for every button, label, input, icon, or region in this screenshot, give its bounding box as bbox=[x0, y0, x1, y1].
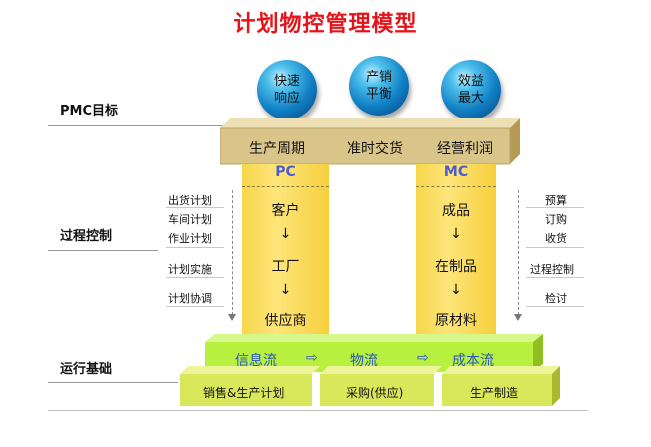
bottom-line bbox=[48, 410, 588, 411]
pc-customer: 客户 bbox=[271, 203, 300, 219]
sphere-balance: 产销平衡 bbox=[349, 56, 409, 116]
goal-production-cycle: 生产周期 bbox=[249, 141, 305, 157]
divider-foundation bbox=[48, 382, 178, 383]
label-foundation: 运行基础 bbox=[60, 362, 113, 377]
mc-raw-material: 原材料 bbox=[435, 313, 477, 329]
arrow-right-icon: ⇨ bbox=[306, 350, 318, 366]
note-budget: 预算 bbox=[545, 194, 567, 207]
note-receiving: 收货 bbox=[545, 232, 567, 245]
base-blocks bbox=[180, 366, 560, 406]
note-workshop-plan: 车间计划 bbox=[168, 213, 212, 226]
arrow-down-icon: ↓ bbox=[279, 226, 292, 242]
arrow-down-icon bbox=[228, 314, 236, 321]
note-shipping-plan: 出货计划 bbox=[168, 194, 212, 207]
arrow-down-icon: ↓ bbox=[450, 282, 462, 298]
flow-cost: 成本流 bbox=[452, 353, 494, 369]
goal-band bbox=[220, 118, 520, 165]
note-plan-implementation: 计划实施 bbox=[168, 263, 212, 276]
sphere-fast-response: 快速响应 bbox=[257, 60, 317, 120]
pc-header: PC bbox=[275, 164, 296, 180]
arrow-down-icon bbox=[514, 314, 522, 321]
note-line bbox=[166, 277, 224, 278]
mc-column bbox=[416, 164, 496, 342]
mc-wip: 在制品 bbox=[435, 259, 477, 275]
flow-material: 物流 bbox=[350, 353, 378, 369]
divider-goal bbox=[48, 125, 226, 126]
arrow-right-icon: ⇨ bbox=[417, 350, 429, 366]
right-dashed-arrow bbox=[518, 190, 519, 315]
base-manufacturing: 生产制造 bbox=[470, 386, 519, 400]
note-process-control: 过程控制 bbox=[530, 263, 574, 276]
mc-finished-goods: 成品 bbox=[442, 203, 470, 219]
mc-header: MC bbox=[443, 164, 469, 180]
note-review: 检讨 bbox=[545, 292, 567, 305]
pc-header-divider bbox=[242, 186, 329, 187]
pc-supplier: 供应商 bbox=[264, 313, 307, 329]
base-procurement: 采购(供应) bbox=[346, 386, 404, 400]
note-line bbox=[166, 207, 224, 208]
flow-information: 信息流 bbox=[235, 353, 277, 369]
goal-on-time-delivery: 准时交货 bbox=[347, 141, 403, 157]
note-line bbox=[166, 306, 224, 307]
page-title: 计划物控管理模型 bbox=[233, 12, 418, 37]
note-line bbox=[526, 207, 584, 208]
note-line bbox=[526, 306, 584, 307]
divider-process bbox=[48, 250, 158, 251]
label-pmc-goal: PMC目标 bbox=[60, 104, 119, 119]
note-line bbox=[166, 247, 224, 248]
note-plan-coordination: 计划协调 bbox=[168, 292, 212, 305]
goal-operating-profit: 经营利润 bbox=[437, 141, 493, 157]
arrow-down-icon: ↓ bbox=[450, 226, 462, 242]
left-dashed-arrow bbox=[232, 190, 233, 315]
note-ordering: 订购 bbox=[545, 213, 567, 226]
arrow-down-icon: ↓ bbox=[279, 282, 292, 298]
base-sales-production-plan: 销售&生产计划 bbox=[203, 386, 285, 400]
label-process-control: 过程控制 bbox=[60, 229, 113, 244]
note-line bbox=[526, 277, 584, 278]
note-line bbox=[526, 247, 584, 248]
sphere-max-benefit: 效益最大 bbox=[441, 60, 501, 120]
mc-header-divider bbox=[416, 186, 496, 187]
pc-column bbox=[242, 164, 329, 342]
note-operation-plan: 作业计划 bbox=[168, 232, 212, 245]
pc-factory: 工厂 bbox=[271, 259, 300, 275]
